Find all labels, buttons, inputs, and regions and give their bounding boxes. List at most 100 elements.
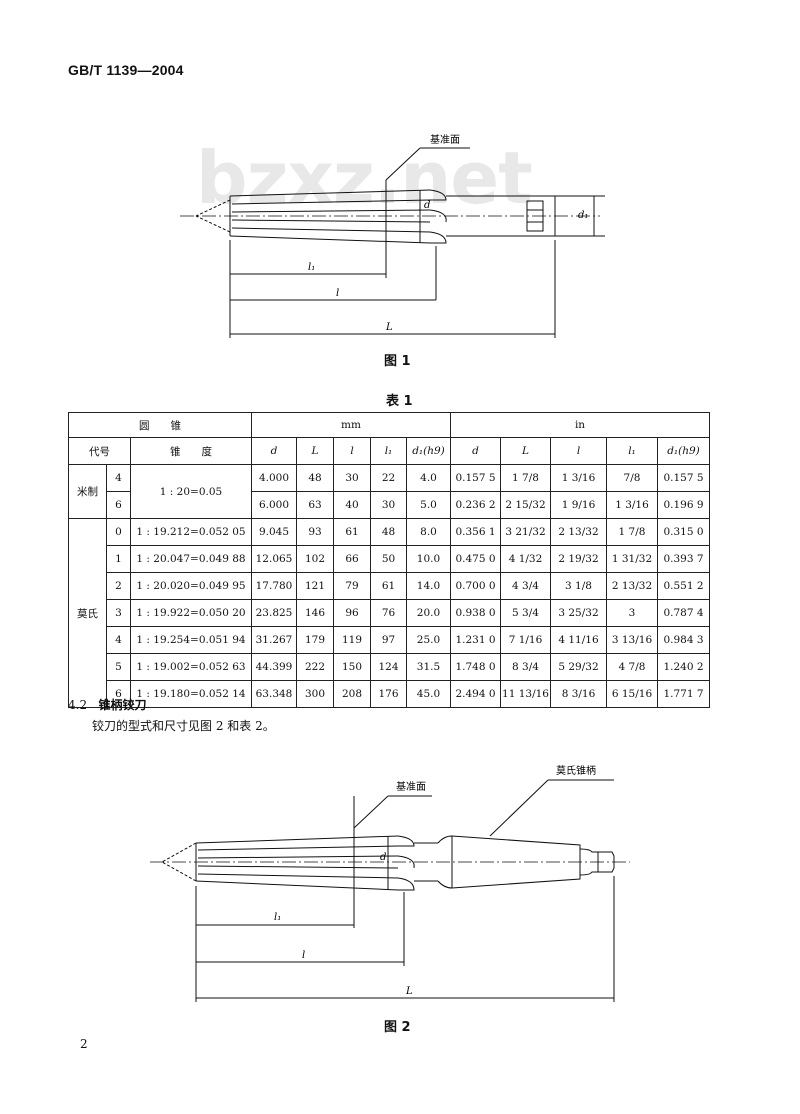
cell-in-l1: 3	[606, 599, 658, 627]
cell-in-d: 1.231 0	[450, 626, 501, 654]
cell-d: 6.000	[251, 491, 297, 519]
cell-d1: 5.0	[406, 491, 451, 519]
cell-l1: 48	[370, 518, 407, 546]
cell-no: 0	[106, 518, 131, 546]
section-text: 铰刀的型式和尺寸见图 2 和表 2。	[92, 719, 275, 733]
cell-L: 179	[296, 626, 334, 654]
cell-in-L: 1 7/8	[500, 464, 551, 492]
cell-no: 1	[106, 545, 131, 573]
cell-d1: 14.0	[406, 572, 451, 600]
fig2-ref-plane-label: 基准面	[396, 780, 426, 793]
fig1-label-l1: l₁	[308, 262, 315, 273]
table-row: 4 1 : 19.254=0.051 94 31.267 179 119 97 …	[69, 626, 710, 654]
cell-d1: 25.0	[406, 626, 451, 654]
fig2-label-L: L	[405, 986, 413, 997]
header-d: d	[251, 437, 297, 465]
cell-in-l1: 4 7/8	[606, 653, 658, 681]
cell-in-d1: 0.315 0	[657, 518, 710, 546]
cell-in-l: 5 29/32	[550, 653, 607, 681]
cell-d1: 31.5	[406, 653, 451, 681]
cell-in-d1: 0.393 7	[657, 545, 710, 573]
table-1-caption: 表 1	[386, 394, 413, 409]
cell-taper: 1 : 19.180=0.052 14	[130, 680, 252, 708]
cell-in-l: 3 25/32	[550, 599, 607, 627]
header-cone: 圆 锥	[68, 412, 252, 438]
table-row: 6 1 : 19.180=0.052 14 63.348 300 208 176…	[69, 680, 710, 708]
cell-in-l1: 1 31/32	[606, 545, 658, 573]
cell-l1: 22	[370, 464, 407, 492]
cell-L: 102	[296, 545, 334, 573]
header-in-L: L	[500, 437, 551, 465]
cell-in-d: 1.748 0	[450, 653, 501, 681]
cell-d1: 8.0	[406, 518, 451, 546]
cell-d1: 10.0	[406, 545, 451, 573]
cell-taper: 1 : 20.047=0.049 88	[130, 545, 252, 573]
cell-l1: 176	[370, 680, 407, 708]
cell-L: 48	[296, 464, 334, 492]
standard-header: GB/T 1139—2004	[68, 62, 184, 78]
cell-d: 4.000	[251, 464, 297, 492]
header-l: l	[333, 437, 371, 465]
cell-in-d1: 1.240 2	[657, 653, 710, 681]
cell-in-l: 2 19/32	[550, 545, 607, 573]
group-morse: 莫氏	[68, 518, 107, 708]
cell-taper: 1 : 20=0.05	[130, 464, 252, 519]
table-row: 5 1 : 19.002=0.052 63 44.399 222 150 124…	[69, 653, 710, 681]
cell-no: 6	[106, 491, 131, 519]
cell-in-d1: 0.196 9	[657, 491, 710, 519]
cell-in-l: 3 1/8	[550, 572, 607, 600]
cell-in-d1: 0.157 5	[657, 464, 710, 492]
cell-d: 31.267	[251, 626, 297, 654]
cell-in-L: 2 15/32	[500, 491, 551, 519]
cell-in-l: 2 13/32	[550, 518, 607, 546]
figure-1-caption: 图 1	[384, 354, 411, 369]
header-in-d: d	[450, 437, 501, 465]
cell-in-l1: 1 7/8	[606, 518, 658, 546]
cell-d: 44.399	[251, 653, 297, 681]
table-row: 1 1 : 20.047=0.049 88 12.065 102 66 50 1…	[69, 545, 710, 573]
cell-d1: 20.0	[406, 599, 451, 627]
cell-d1: 45.0	[406, 680, 451, 708]
cell-in-d: 0.938 0	[450, 599, 501, 627]
header-in-l1: l₁	[606, 437, 658, 465]
fig2-label-l1: l₁	[274, 912, 281, 923]
cell-l1: 50	[370, 545, 407, 573]
cell-in-l: 8 3/16	[550, 680, 607, 708]
cell-in-l1: 2 13/32	[606, 572, 658, 600]
fig1-label-d: d	[424, 200, 430, 211]
cell-in-L: 4 3/4	[500, 572, 551, 600]
fig2-shank-label: 莫氏锥柄	[556, 764, 596, 777]
table-header-row-2: 代号 锥 度 d L l l₁ d₁(h9) d L l l₁ d₁(h9)	[68, 437, 710, 465]
cell-d: 17.780	[251, 572, 297, 600]
cell-in-d: 0.157 5	[450, 464, 501, 492]
cell-in-l1: 7/8	[606, 464, 658, 492]
fig1-label-d1: d₁	[578, 210, 588, 221]
cell-l: 79	[333, 572, 371, 600]
cell-in-d1: 0.551 2	[657, 572, 710, 600]
cell-d: 9.045	[251, 518, 297, 546]
cell-l1: 30	[370, 491, 407, 519]
section-heading: 4.2 锥柄铰刀	[68, 696, 147, 713]
cell-in-l: 1 3/16	[550, 464, 607, 492]
cell-in-L: 7 1/16	[500, 626, 551, 654]
table-1: 圆 锥 mm in 代号 锥 度 d L l l₁ d₁(h9) d L l l…	[68, 412, 710, 708]
group-metric: 米制	[68, 464, 107, 519]
header-l1: l₁	[370, 437, 407, 465]
table-header-row-1: 圆 锥 mm in	[68, 412, 710, 438]
cell-in-d: 0.236 2	[450, 491, 501, 519]
cell-taper: 1 : 20.020=0.049 95	[130, 572, 252, 600]
section-number: 4.2	[68, 698, 88, 712]
cell-no: 4	[106, 626, 131, 654]
cell-no: 4	[106, 464, 131, 492]
cell-in-d: 0.475 0	[450, 545, 501, 573]
header-mm: mm	[251, 412, 451, 438]
cell-l1: 61	[370, 572, 407, 600]
cell-in-l: 4 11/16	[550, 626, 607, 654]
cell-d: 23.825	[251, 599, 297, 627]
cell-l1: 76	[370, 599, 407, 627]
table-row: 2 1 : 20.020=0.049 95 17.780 121 79 61 1…	[69, 572, 710, 600]
header-in-l: l	[550, 437, 607, 465]
table-row: 6 6.000 63 40 30 5.0 0.236 2 2 15/32 1 9…	[69, 491, 710, 519]
cell-l1: 97	[370, 626, 407, 654]
